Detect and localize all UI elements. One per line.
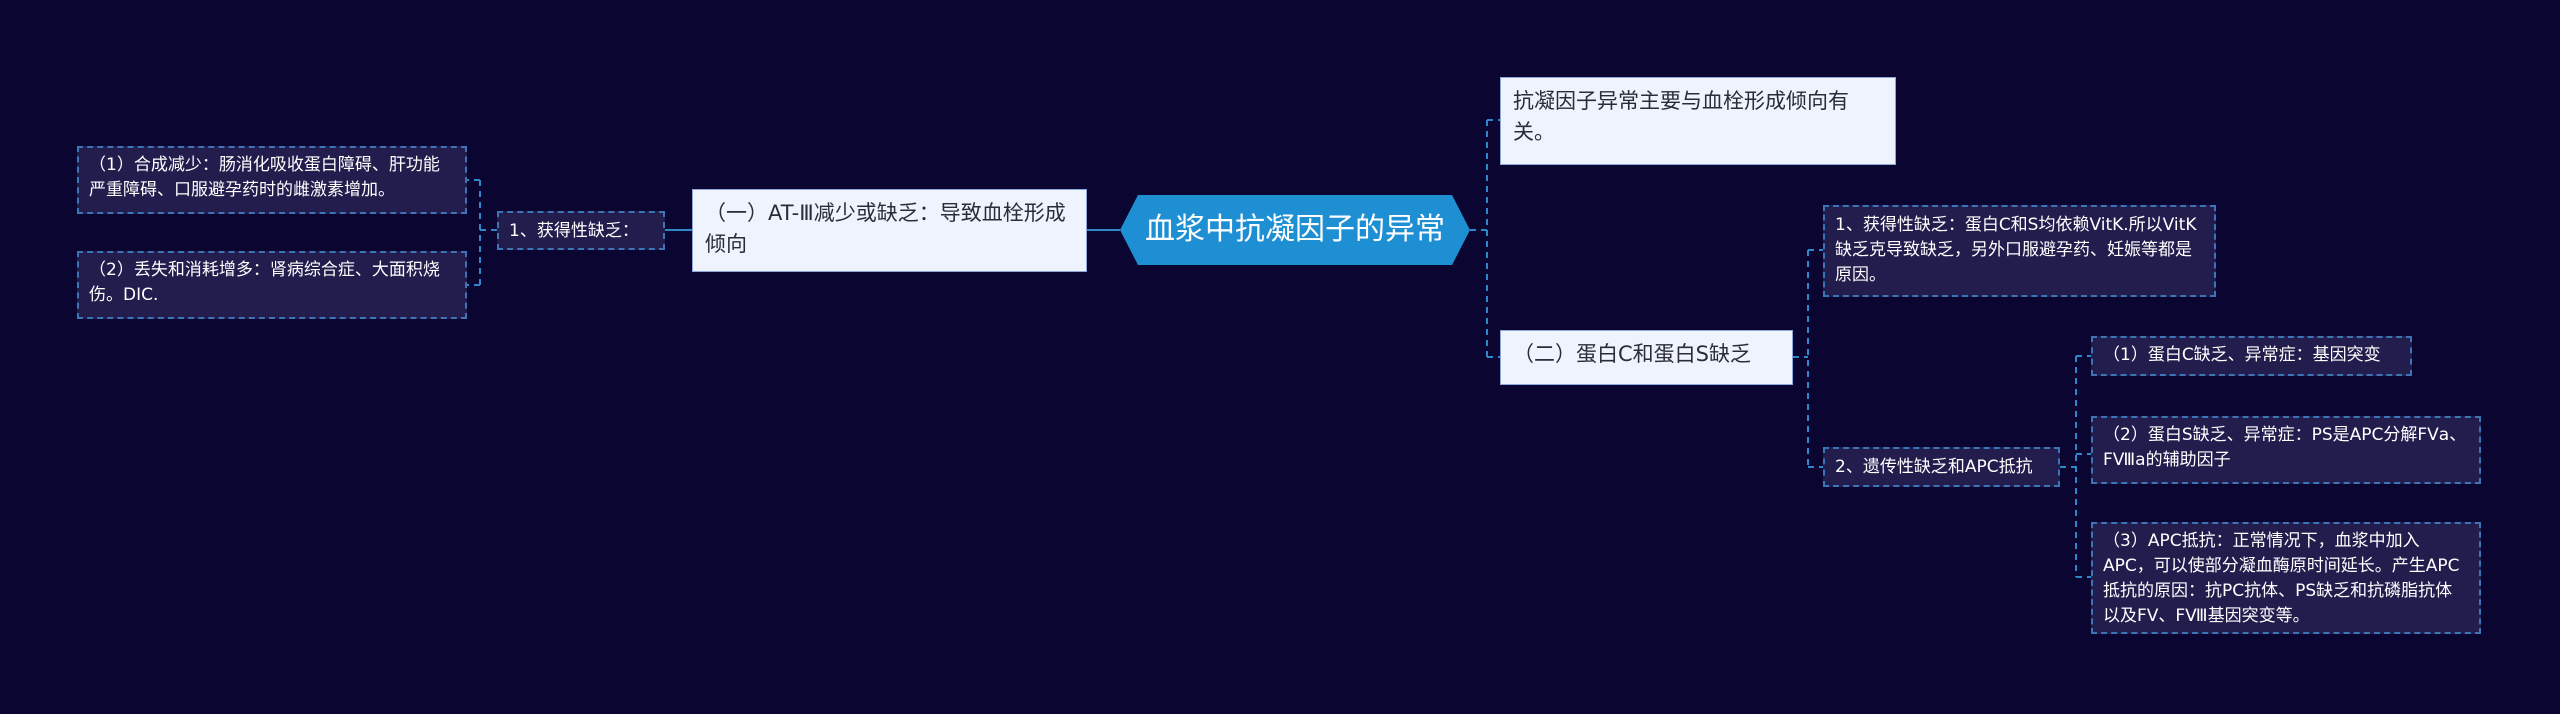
link-hereditary-items: [2060, 355, 2091, 578]
link-right-children: [1793, 249, 1823, 468]
branch-hereditary-apc[interactable]: 2、遗传性缺乏和APC抵抗: [1823, 447, 2060, 487]
branch-protein-c-s[interactable]: （二）蛋白C和蛋白S缺乏: [1500, 330, 1793, 385]
leaf-protein-c[interactable]: （1）蛋白C缺乏、异常症：基因突变: [2091, 336, 2412, 376]
link-root-right: [1470, 119, 1500, 358]
leaf-apc-resistance[interactable]: （3）APC抵抗：正常情况下，血浆中加入APC，可以使部分凝血酶原时间延长。产生…: [2091, 522, 2481, 634]
branch-at3-deficiency[interactable]: （一）AT-Ⅲ减少或缺乏：导致血栓形成倾向: [692, 189, 1087, 272]
branch-acquired-vitk[interactable]: 1、获得性缺乏：蛋白C和S均依赖VitK.所以VitK缺乏克导致缺乏，另外口服避…: [1823, 205, 2216, 297]
leaf-synthesis-reduced[interactable]: （1）合成减少：肠消化吸收蛋白障碍、肝功能严重障碍、口服避孕药时的雌激素增加。: [77, 146, 467, 214]
branch-thrombosis-note[interactable]: 抗凝因子异常主要与血栓形成倾向有关。: [1500, 77, 1896, 165]
leaf-loss-increased[interactable]: （2）丢失和消耗增多：肾病综合症、大面积烧伤。DIC.: [77, 251, 467, 319]
root-node[interactable]: 血浆中抗凝因子的异常: [1120, 195, 1470, 265]
branch-acquired-deficiency[interactable]: 1、获得性缺乏：: [497, 211, 665, 250]
leaf-protein-s[interactable]: （2）蛋白S缺乏、异常症：PS是APC分解FⅤa、FⅧa的辅助因子: [2091, 416, 2481, 484]
link-child-leaves: [467, 179, 497, 286]
